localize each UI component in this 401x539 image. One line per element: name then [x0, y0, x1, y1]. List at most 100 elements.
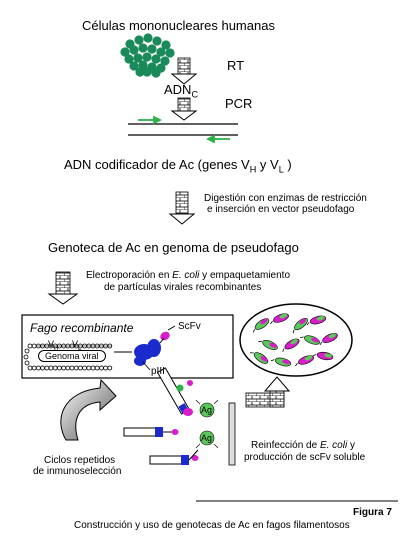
label-phage-title: Fago recombinante	[30, 321, 134, 335]
bead-31	[90, 365, 96, 371]
bubble-phage-11	[312, 351, 334, 361]
phage-filament	[23, 343, 113, 371]
label-electroporation-1: Electroporación en E. coli y empaquetami…	[86, 270, 290, 281]
reinfection-italic: E. coli	[319, 440, 348, 451]
label-cycles-1: Ciclos repetidos	[44, 455, 116, 466]
cell-1	[134, 35, 144, 45]
cell-14	[151, 54, 161, 64]
cell-21	[151, 68, 161, 78]
coding-main: ADN codificador de Ac (genes V	[64, 157, 250, 172]
bead-37	[103, 365, 108, 371]
arrow-digestion	[168, 191, 196, 225]
label-reinfection-2: producción de scFv soluble	[244, 452, 366, 463]
vl-sub: L	[78, 344, 82, 352]
label-adn-sub: C	[191, 89, 199, 100]
bead-9	[44, 365, 50, 371]
cell-9	[156, 47, 166, 57]
binding-phage-tilted	[156, 367, 193, 416]
phage-box	[21, 314, 234, 379]
primer-reverse	[205, 134, 230, 144]
bubble-phage-5	[282, 338, 300, 352]
figure-label: Figura 7	[353, 507, 392, 518]
bead-17	[61, 365, 66, 371]
arrow-reinfection-up	[245, 376, 291, 408]
vh-sub: H	[54, 344, 59, 352]
electro-post: y empaquetamiento	[199, 270, 291, 281]
bubble-phage-6	[299, 335, 320, 345]
label-piii: pIII	[151, 366, 165, 377]
bead-29	[86, 365, 92, 371]
arrow-rt	[170, 57, 198, 85]
label-vl: VL	[72, 339, 82, 352]
selection-plate	[228, 402, 236, 466]
curved-cycle-arrow	[60, 378, 117, 441]
bead-42	[24, 360, 30, 366]
label-vh: VH	[48, 339, 59, 352]
bubble-phage-1	[270, 313, 289, 325]
bead-35	[99, 365, 104, 371]
bead-33	[94, 365, 100, 371]
cell-17	[138, 60, 148, 70]
bead-5	[36, 365, 41, 371]
label-digestion-1: Digestión con enzimas de restricción	[204, 193, 367, 204]
cell-3	[152, 36, 162, 46]
phage-bubble	[239, 303, 353, 377]
bead-41	[23, 354, 29, 360]
reinfection-pre: Reinfección de	[251, 440, 320, 451]
bead-19	[65, 365, 71, 371]
bead-21	[69, 365, 75, 371]
cell-12	[133, 53, 143, 63]
reinfection-post: y	[347, 440, 355, 451]
label-ag-top: Ag	[201, 405, 213, 415]
cell-5	[120, 47, 130, 57]
cell-15	[160, 56, 170, 66]
bead-40	[24, 348, 30, 354]
arrow-pcr	[170, 97, 198, 121]
bead-25	[78, 365, 83, 371]
electro-italic: E. coli	[172, 270, 200, 281]
cell-22	[135, 67, 145, 77]
bubble-phage-2	[292, 317, 308, 334]
bead-2	[31, 343, 37, 349]
bead-27	[82, 365, 87, 371]
bead-7	[40, 365, 45, 371]
label-library: Genoteca de Ac en genoma de pseudofago	[48, 240, 299, 255]
coding-and: y V	[256, 157, 279, 172]
bubble-phage-9	[295, 355, 314, 367]
cell-20	[142, 67, 152, 77]
bead-15	[57, 365, 62, 371]
cell-4	[161, 40, 171, 50]
bubble-phage-0	[252, 318, 270, 333]
label-scfv: ScFv	[178, 321, 201, 332]
label-digestion-2: e inserción en vector pseudofago	[207, 204, 355, 215]
bead-13	[52, 365, 58, 371]
cell-6	[129, 45, 139, 55]
cell-cluster	[120, 33, 175, 78]
primer-forward	[138, 115, 163, 125]
vh-text: V	[48, 339, 55, 349]
label-rt: RT	[227, 58, 245, 73]
bound-phage-2	[149, 449, 199, 465]
bead-0	[27, 343, 33, 349]
arrow-electroporation	[47, 271, 79, 305]
coding-h-sub: H	[249, 164, 257, 175]
bubble-phage-4	[258, 340, 278, 350]
bubble-phage-10	[250, 352, 269, 364]
bead-39	[107, 365, 113, 371]
antigen-spikes	[195, 399, 219, 449]
bubble-phage-7	[319, 333, 338, 346]
antigen-bottom	[199, 430, 215, 446]
label-reinfection-1: Reinfección de E. coli y	[251, 440, 355, 451]
antigen-top	[199, 402, 215, 418]
label-adn-text: ADN	[164, 82, 192, 97]
label-cycles-2: de inmunoselección	[33, 466, 122, 477]
label-adn: ADNC	[164, 82, 198, 100]
cell-11	[124, 54, 134, 64]
dna-strands	[128, 115, 238, 144]
label-coding-dna: ADN codificador de Ac (genes VH y VL )	[64, 157, 292, 175]
cell-8	[147, 44, 157, 54]
cell-7	[138, 43, 148, 53]
figure-caption: Construcción y uso de genotecas de Ac en…	[74, 520, 350, 531]
bubble-phage-8	[270, 357, 292, 367]
